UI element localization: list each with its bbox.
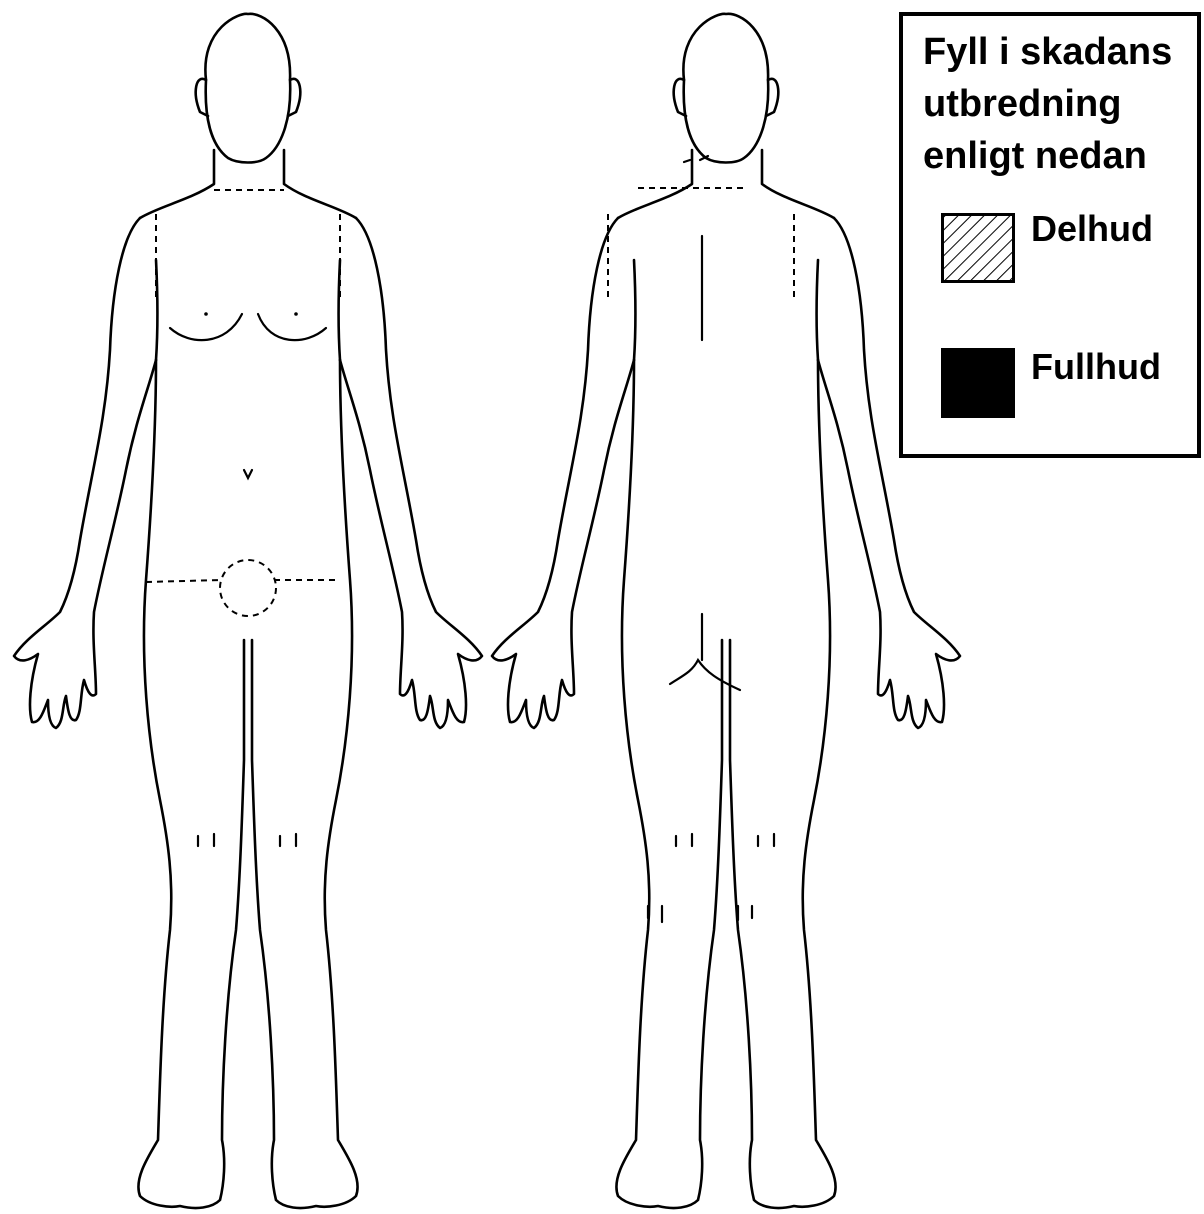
legend-title: Fyll i skadans utbredning enligt nedan bbox=[923, 26, 1203, 182]
legend-box: Fyll i skadans utbredning enligt nedan D… bbox=[899, 12, 1201, 458]
legend-label-partial: Delhud bbox=[1031, 208, 1153, 250]
full-thickness-swatch bbox=[941, 348, 1015, 418]
back-body-figure bbox=[492, 14, 960, 1208]
legend-label-full: Fullhud bbox=[1031, 346, 1161, 388]
partial-thickness-swatch bbox=[941, 213, 1015, 283]
front-body-figure bbox=[14, 14, 482, 1208]
